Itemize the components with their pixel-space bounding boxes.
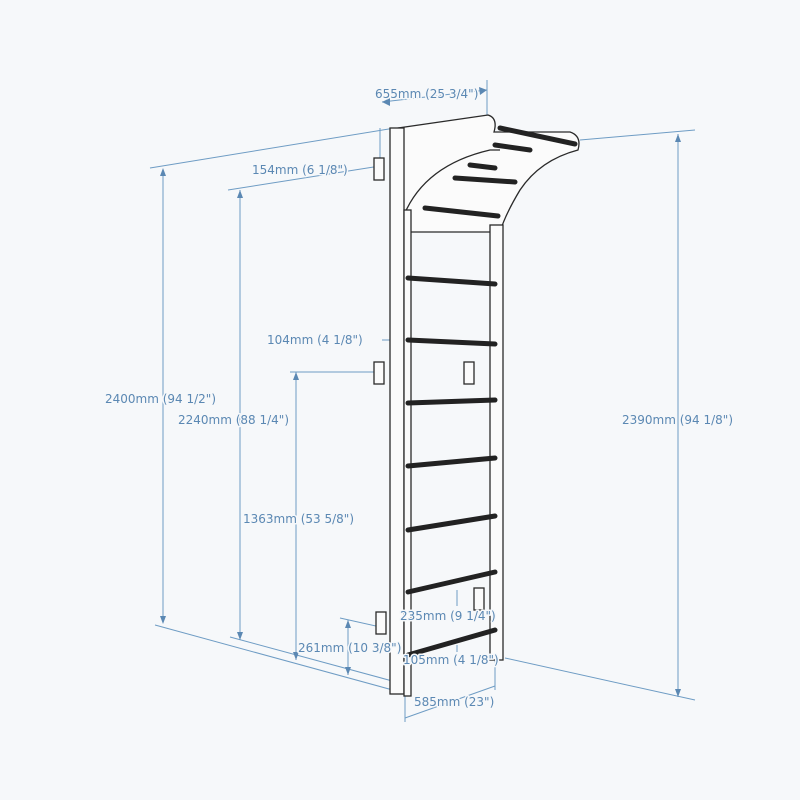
wall-bracket — [375, 611, 387, 635]
label-bottom-bracket-height: 261mm (10 3/8") — [298, 641, 401, 655]
label-first-rung-height: 105mm (4 1/8") — [403, 653, 499, 667]
left-rail-inner — [403, 209, 412, 697]
label-bracket-offset-mid: 104mm (4 1/8") — [267, 333, 363, 347]
label-top-depth: 655mm (25 3/4") — [375, 87, 478, 101]
wall-bars-drawing — [373, 114, 580, 697]
wall-bracket — [473, 587, 485, 611]
label-rung-spacing: 235mm (9 1/4") — [400, 609, 496, 623]
label-front-height: 2390mm (94 1/8") — [622, 413, 733, 427]
label-bracket-offset-top: 154mm (6 1/8") — [252, 163, 348, 177]
wall-bracket — [373, 361, 385, 385]
label-width: 585mm (23") — [414, 695, 494, 709]
dimension-labels: 655mm (25 3/4") 154mm (6 1/8") 104mm (4 … — [104, 86, 735, 711]
wall-bracket — [373, 157, 385, 181]
label-total-height: 2400mm (94 1/2") — [105, 392, 216, 406]
label-top-bracket-height: 2240mm (88 1/4") — [178, 413, 289, 427]
label-mid-bracket-height: 1363mm (53 5/8") — [243, 512, 354, 526]
wall-bracket — [463, 361, 475, 385]
top-pullup-panel — [397, 114, 580, 233]
right-rail — [489, 224, 504, 661]
